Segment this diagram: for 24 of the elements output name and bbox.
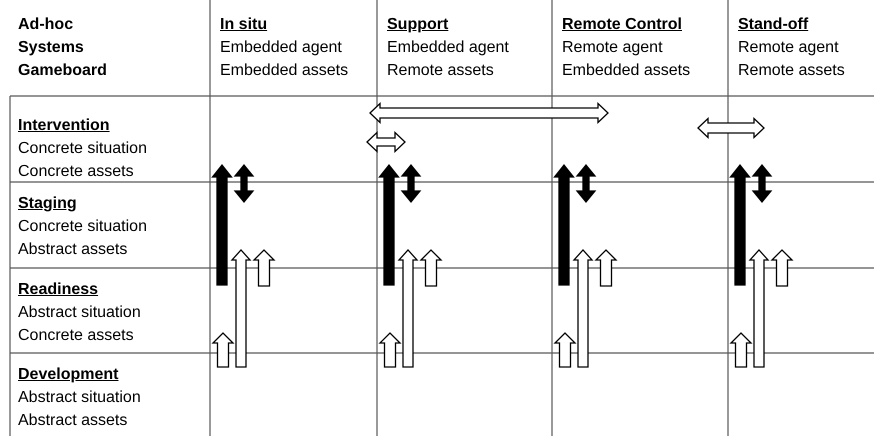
cell-text: Concrete situation bbox=[18, 139, 147, 159]
cell-text: Remote assets bbox=[738, 61, 845, 81]
column-heading: Support bbox=[387, 15, 448, 35]
cell-text: Embedded agent bbox=[387, 38, 509, 58]
column-heading: In situ bbox=[220, 15, 268, 35]
cell-text: Abstract situation bbox=[18, 303, 141, 323]
row-heading: Readiness bbox=[18, 280, 98, 300]
column-heading: Remote Control bbox=[562, 15, 682, 35]
column-heading: Stand-off bbox=[738, 15, 808, 35]
row-heading: Staging bbox=[18, 194, 77, 214]
cell-text: Concrete situation bbox=[18, 217, 147, 237]
row-heading: Development bbox=[18, 365, 118, 385]
cell-text: Remote agent bbox=[562, 38, 663, 58]
cell-text: Abstract assets bbox=[18, 411, 128, 431]
cell-text: Embedded assets bbox=[562, 61, 690, 81]
row-heading: Intervention bbox=[18, 116, 110, 136]
cell-text: Concrete assets bbox=[18, 162, 134, 182]
cell-text: Embedded assets bbox=[220, 61, 348, 81]
cell-text: Embedded agent bbox=[220, 38, 342, 58]
cell-text: Remote agent bbox=[738, 38, 839, 58]
cell-text: Abstract situation bbox=[18, 388, 141, 408]
cell-text: Concrete assets bbox=[18, 326, 134, 346]
cell-text: Remote assets bbox=[387, 61, 494, 81]
cell-text: Abstract assets bbox=[18, 240, 128, 260]
